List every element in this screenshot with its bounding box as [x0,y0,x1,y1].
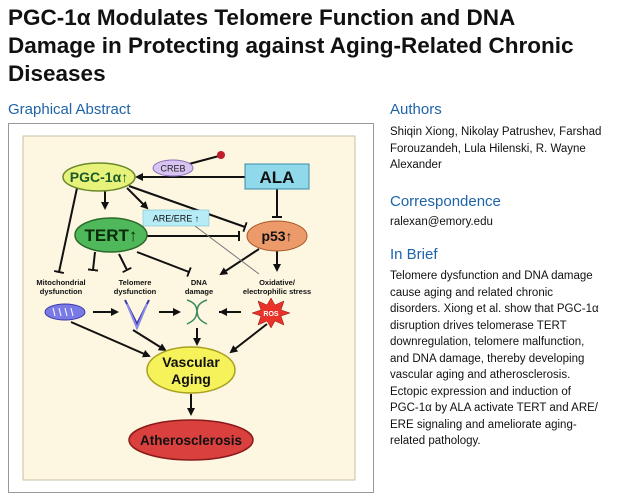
vascular-aging-node [146,346,236,394]
creb-phospho-dot [217,151,225,159]
in-brief-line: disorders. Xiong et al. show that PGC-1α [390,303,599,315]
in-brief-line: Telomere dysfunction and DNA damage [390,270,593,282]
authors-line: Shiqin Xiong, Nikolay Patrushev, Farshad [390,126,602,138]
graphical-abstract-diagram: CREB PGC-1α↑ ALA ARE/ERE ↑ TERT↑ p53↑ Mi… [22,135,356,481]
telo-label-1: Telomere [119,278,152,287]
graphical-abstract-heading: Graphical Abstract [8,101,131,118]
in-brief-line: related pathology. [390,435,481,447]
vascular-label-2: Aging [171,371,211,387]
correspondence-heading: Correspondence [390,193,501,210]
in-brief-heading: In Brief [390,246,438,263]
tert-inhibits-mito [87,251,99,272]
creb-node [152,159,194,177]
in-brief-line: disruption drives telomerase TERT [390,319,567,332]
in-brief-line: ERE signaling and ameliorate aging- [390,418,577,431]
in-brief-line: downregulation, telomere malfunction, [390,336,585,348]
telo-label-2: dysfunction [114,287,157,296]
p53-to-dna-arrow [219,248,260,276]
pgc-inhibits-p53 [128,185,248,233]
in-brief-text: Telomere dysfunction and DNA damage caus… [390,268,599,450]
authors-heading: Authors [390,101,442,118]
telo-to-vasc-arrow [132,329,167,352]
tert-label: TERT↑ [85,226,138,245]
dna-label-2: damage [185,287,213,296]
atherosclerosis-node [128,419,254,461]
authors-list: Shiqin Xiong, Nikolay Patrushev, Farshad… [390,124,601,174]
telomere-icon [124,299,150,331]
correspondence-email[interactable]: ralexan@emory.edu [390,216,493,228]
ala-node [244,163,310,190]
mito-to-vasc-arrow [70,321,151,358]
authors-line: Forouzandeh, Lula Hilenski, R. Wayne [390,142,586,155]
in-brief-line: vascular aging and atherosclerosis. [390,369,571,381]
pgc-inhibits-mito [53,187,78,275]
are-ere-node [142,209,210,227]
diagram-connectors [53,173,282,416]
are-ere-label: ARE/ERE ↑ [153,214,200,224]
pgc-to-are-arrow [126,187,149,210]
mito-label-2: dysfunction [40,287,83,296]
ros-label: ROS [263,311,279,318]
p53-label: p53↑ [261,228,292,244]
in-brief-line: Ectopic expression and induction of [390,385,571,398]
atherosclerosis-label: Atherosclerosis [140,433,242,448]
ox-label-2: electrophilic stress [243,287,311,296]
are-to-ox-line [186,219,260,275]
ros-starburst-icon [251,297,291,329]
dna-helix-icon [186,299,208,325]
title-line: PGC-1α Modulates Telomere Function and D… [8,5,516,30]
p53-node [246,220,308,252]
dna-label-1: DNA [191,278,208,287]
creb-label: CREB [160,164,185,174]
pgc1a-label: PGC-1α↑ [70,169,128,185]
tert-inhibits-dna [136,251,192,278]
in-brief-line: and DNA damage, thereby developing [390,352,585,365]
pgc1a-node [62,162,136,192]
ala-label: ALA [260,168,295,187]
tert-node [74,217,148,253]
in-brief-line: PGC-1α by ALA activate TERT and ARE/ [390,402,599,414]
tert-inhibits-telo [118,253,132,274]
title-line: Damage in Protecting against Aging-Relat… [8,33,574,58]
mitochondrion-icon [44,303,86,321]
mitochondrion-cristae [52,307,74,317]
title-line: Diseases [8,61,106,86]
vascular-label-1: Vascular [162,354,220,370]
authors-line: Alexander [390,159,442,171]
graphical-abstract-panel: CREB PGC-1α↑ ALA ARE/ERE ↑ TERT↑ p53↑ Mi… [8,123,374,493]
article-title: PGC-1α Modulates Telomere Function and D… [8,4,632,88]
ros-to-vasc-arrow [229,323,268,354]
ox-label-1: Oxidative/ [259,278,296,287]
mito-label-1: Mitochondrial [36,278,85,287]
creb-stalk [188,155,220,165]
in-brief-line: cause aging and related chronic [390,286,554,299]
